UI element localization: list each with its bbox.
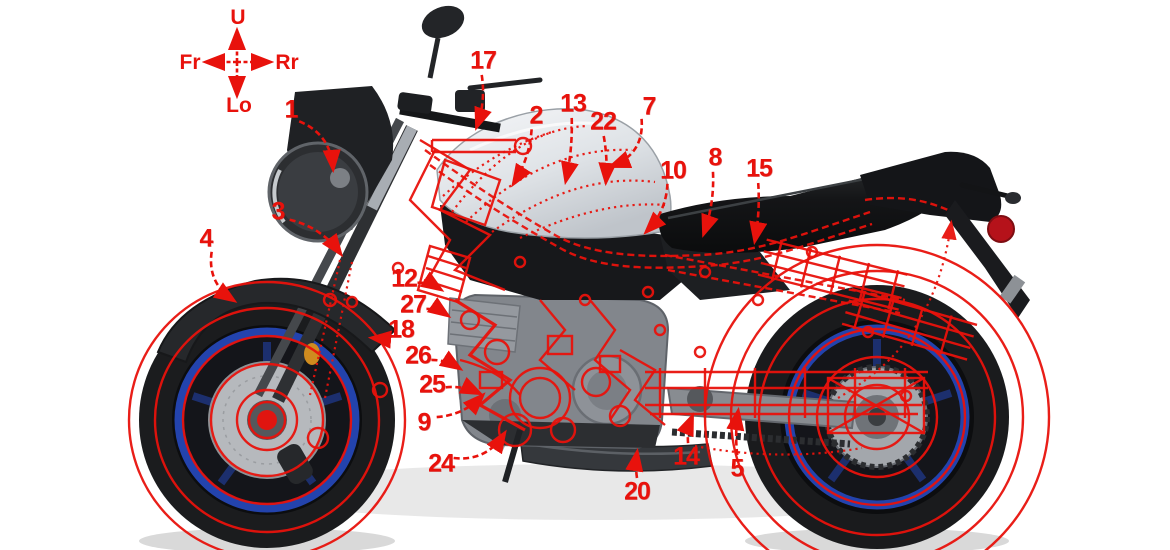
callout-25: 25 (419, 370, 446, 399)
callout-15: 15 (746, 154, 773, 183)
callout-2: 2 (529, 101, 544, 130)
callout-9: 9 (417, 408, 432, 437)
compass-rear-label: Rr (275, 51, 298, 74)
callout-leader-8 (701, 171, 719, 238)
callout-17: 17 (470, 46, 497, 75)
callout-7: 7 (642, 92, 657, 121)
callout-leader-10 (643, 183, 669, 235)
callout-leader-2 (511, 129, 533, 188)
taillight (987, 215, 1015, 243)
harness-overlay (127, 124, 1051, 550)
callout-leader-13 (560, 117, 579, 186)
callout-leader-4 (209, 251, 238, 303)
callout-leader-24 (453, 429, 507, 460)
handlebar-controls (397, 5, 543, 133)
callout-4: 4 (199, 224, 214, 253)
callout-5: 5 (730, 454, 745, 483)
callout-22: 22 (590, 107, 617, 136)
callout-leader-7 (607, 118, 644, 168)
callout-leader-5 (726, 406, 745, 456)
callout-8: 8 (708, 143, 723, 172)
callout-leader-20 (625, 447, 644, 479)
callout-leader-1 (298, 120, 341, 174)
callout-27: 27 (400, 290, 427, 319)
callout-13: 13 (560, 89, 587, 118)
fuel-tank (436, 108, 672, 239)
compass-up-label: U (230, 6, 245, 29)
compass-down-label: Lo (226, 94, 252, 117)
callout-leader-18 (367, 330, 392, 349)
callout-leader-22 (598, 135, 617, 187)
callout-leader-25 (445, 376, 484, 396)
callout-leader-27 (426, 297, 452, 318)
front-turn-signal (304, 343, 320, 365)
callout-26: 26 (405, 341, 432, 370)
callout-leader-3 (289, 218, 344, 258)
brake-caliper (277, 443, 313, 485)
callout-leader-26 (431, 350, 464, 371)
callout-18: 18 (388, 315, 415, 344)
tail-section (860, 151, 1030, 318)
direction-compass: U Fr Rr Lo (180, 6, 299, 117)
callout-leader-14 (676, 412, 694, 444)
callout-14: 14 (673, 442, 700, 471)
callout-3: 3 (271, 197, 286, 226)
callout-10: 10 (660, 156, 687, 185)
callout-leaders (209, 74, 768, 479)
callout-leader-9 (436, 392, 486, 419)
callout-leader-15 (749, 182, 768, 246)
callout-1: 1 (284, 95, 299, 124)
compass-front-label: Fr (180, 51, 201, 74)
mirror (421, 5, 465, 39)
callout-20: 20 (624, 477, 651, 506)
callout-leader-12 (417, 271, 445, 292)
callout-24: 24 (428, 449, 455, 478)
callout-leader-17 (474, 74, 492, 131)
callout-12: 12 (391, 264, 418, 293)
